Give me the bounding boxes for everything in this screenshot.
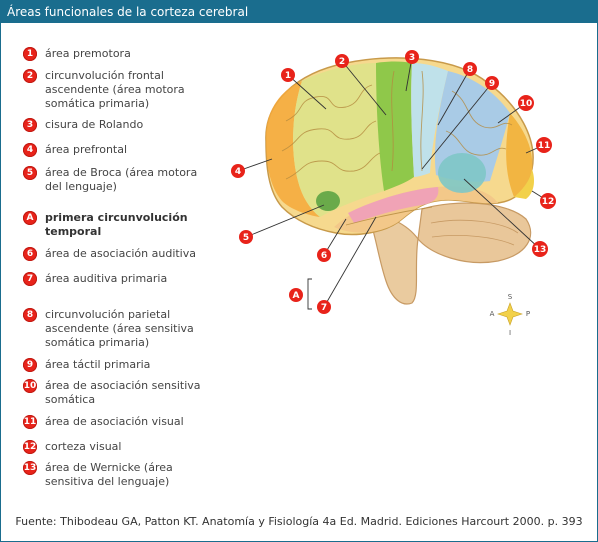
- pin-2: 2: [335, 54, 349, 68]
- legend-badge: 2: [23, 69, 37, 83]
- legend-item: 1 área premotora: [23, 47, 205, 61]
- svg-text:P: P: [526, 310, 530, 318]
- pin-6: 6: [317, 248, 331, 262]
- svg-text:9: 9: [489, 79, 495, 89]
- pin-3: 3: [405, 50, 419, 64]
- svg-text:A: A: [293, 291, 300, 301]
- parietal-association: [434, 71, 510, 182]
- svg-text:1: 1: [285, 71, 291, 81]
- legend-badge: 4: [23, 143, 37, 157]
- prefrontal-area: [265, 81, 320, 217]
- pin-8: 8: [463, 62, 477, 76]
- legend-item: 9 área táctil primaria: [23, 358, 205, 372]
- figure-title: Áreas funcionales de la corteza cerebral: [1, 1, 597, 23]
- brain-diagram: 1 2 3 8 9 10 11 12 13 4 5 6 7 A S A P I: [231, 50, 556, 337]
- pin-4: 4: [231, 164, 245, 178]
- svg-text:I: I: [509, 329, 511, 337]
- pin-12: 12: [540, 193, 556, 209]
- svg-text:11: 11: [538, 141, 551, 151]
- legend-label: área prefrontal: [45, 143, 128, 156]
- legend-item: 3 cisura de Rolando: [23, 118, 205, 132]
- legend-badge: 5: [23, 166, 37, 180]
- legend-label: área de asociación auditiva: [45, 247, 196, 260]
- svg-text:13: 13: [534, 245, 547, 255]
- wernicke-area: [438, 153, 486, 193]
- svg-text:3: 3: [409, 53, 415, 63]
- legend-badge: 3: [23, 118, 37, 132]
- sensory-strip: [411, 63, 448, 177]
- legend-item: 7 área auditiva primaria: [23, 272, 205, 286]
- legend-badge: 12: [23, 440, 37, 454]
- pin-5: 5: [239, 230, 253, 244]
- legend-label: cisura de Rolando: [45, 118, 144, 131]
- pin-1: 1: [281, 68, 295, 82]
- legend-label: área de asociación visual: [45, 415, 184, 428]
- pin-13: 13: [532, 241, 548, 257]
- legend-item: 11 área de asociación visual: [23, 415, 205, 429]
- legend-label: área de Wernicke (área sensitiva del len…: [45, 461, 173, 488]
- compass-rose: S A P I: [490, 293, 531, 337]
- gyri-lines: [281, 70, 513, 226]
- auditory-area: [348, 187, 439, 223]
- legend-item: 10 área de asociación sensitiva somática: [23, 379, 205, 407]
- svg-text:S: S: [508, 293, 513, 301]
- legend-label: circunvolución frontal ascendente (área …: [45, 69, 185, 110]
- legend-badge: 11: [23, 415, 37, 429]
- legend-item: 12 corteza visual: [23, 440, 205, 454]
- visual-association: [506, 113, 533, 197]
- legend-item: 2 circunvolución frontal ascendente (área…: [23, 69, 205, 111]
- svg-text:A: A: [490, 310, 495, 318]
- legend-badge: A: [23, 211, 37, 225]
- leader-lines: [237, 56, 549, 310]
- svg-text:5: 5: [243, 233, 249, 243]
- legend-label: área de Broca (área motora del lenguaje): [45, 166, 198, 193]
- pin-11: 11: [536, 137, 552, 153]
- cerebellum: [417, 202, 532, 264]
- pin-9: 9: [485, 76, 499, 90]
- legend-badge: 9: [23, 358, 37, 372]
- legend-item: 13 área de Wernicke (área sensitiva del l…: [23, 461, 205, 489]
- legend-label: primera circunvolución temporal: [45, 211, 188, 238]
- svg-text:8: 8: [467, 65, 473, 75]
- pin-A: A: [289, 288, 303, 302]
- svg-text:7: 7: [321, 303, 327, 313]
- svg-text:12: 12: [542, 197, 555, 207]
- legend-item: 5 área de Broca (área motora del lenguaje…: [23, 166, 205, 194]
- legend-badge: 7: [23, 272, 37, 286]
- visual-cortex: [514, 169, 534, 199]
- legend-item: 6 área de asociación auditiva: [23, 247, 205, 261]
- svg-text:2: 2: [339, 57, 345, 67]
- legend-label: área auditiva primaria: [45, 272, 168, 285]
- legend-label: circunvolución parietal ascendente (área…: [45, 308, 194, 349]
- legend-item: 4 área prefrontal: [23, 143, 205, 157]
- svg-text:4: 4: [235, 167, 241, 177]
- legend-label: corteza visual: [45, 440, 122, 453]
- pin-10: 10: [518, 95, 534, 111]
- temporal-lobe: [334, 186, 498, 233]
- brainstem: [361, 212, 419, 305]
- source-citation: Fuente: Thibodeau GA, Patton KT. Anatomí…: [15, 515, 583, 528]
- legend-badge: 1: [23, 47, 37, 61]
- pin-7: 7: [317, 300, 331, 314]
- legend-label: área táctil primaria: [45, 358, 151, 371]
- legend-label: área de asociación sensitiva somática: [45, 379, 201, 406]
- legend-label: área premotora: [45, 47, 131, 60]
- svg-text:6: 6: [321, 251, 327, 261]
- legend-badge: 8: [23, 308, 37, 322]
- broca-area: [316, 191, 340, 211]
- motor-strip: [376, 61, 414, 191]
- legend-item: 8 circunvolución parietal ascendente (áre…: [23, 308, 205, 350]
- diagram-pins: 1 2 3 8 9 10 11 12 13 4 5 6 7 A: [231, 50, 556, 314]
- premotor-area: [293, 63, 384, 217]
- legend-badge: 13: [23, 461, 37, 475]
- legend-badge: 6: [23, 247, 37, 261]
- legend-badge: 10: [23, 379, 37, 393]
- svg-text:10: 10: [520, 99, 533, 109]
